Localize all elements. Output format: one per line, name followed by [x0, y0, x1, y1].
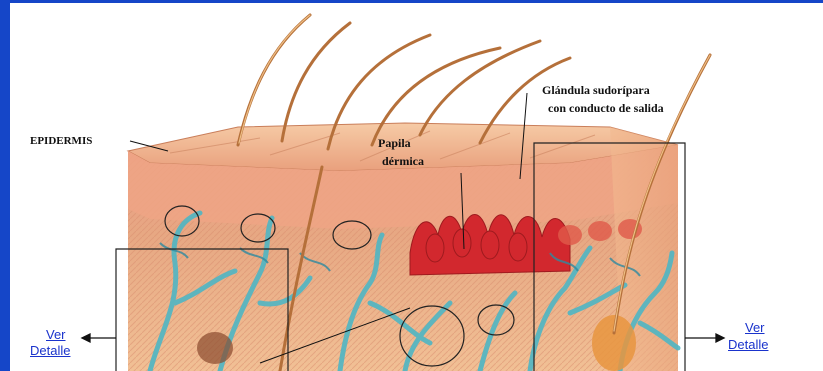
ver-detalle-right-line1[interactable]: Ver — [745, 320, 765, 335]
slide-panel: EPIDERMIS Papila dérmica Glándula sudorí… — [10, 3, 823, 371]
ver-detalle-left-line1[interactable]: Ver — [46, 327, 66, 342]
label-epidermis: EPIDERMIS — [30, 134, 92, 148]
ver-detalle-right-line2[interactable]: Detalle — [728, 337, 768, 352]
label-glandula-line1: Glándula sudorípara — [542, 83, 650, 97]
label-glandula-line2: con conducto de salida — [548, 101, 664, 115]
label-papila-line2: dérmica — [382, 154, 424, 168]
ver-detalle-left-line2[interactable]: Detalle — [30, 343, 70, 358]
arrow-left — [82, 334, 116, 342]
arrow-right — [685, 334, 724, 342]
label-papila-line1: Papila — [378, 136, 411, 150]
skin-cross-section-illustration — [10, 3, 823, 371]
